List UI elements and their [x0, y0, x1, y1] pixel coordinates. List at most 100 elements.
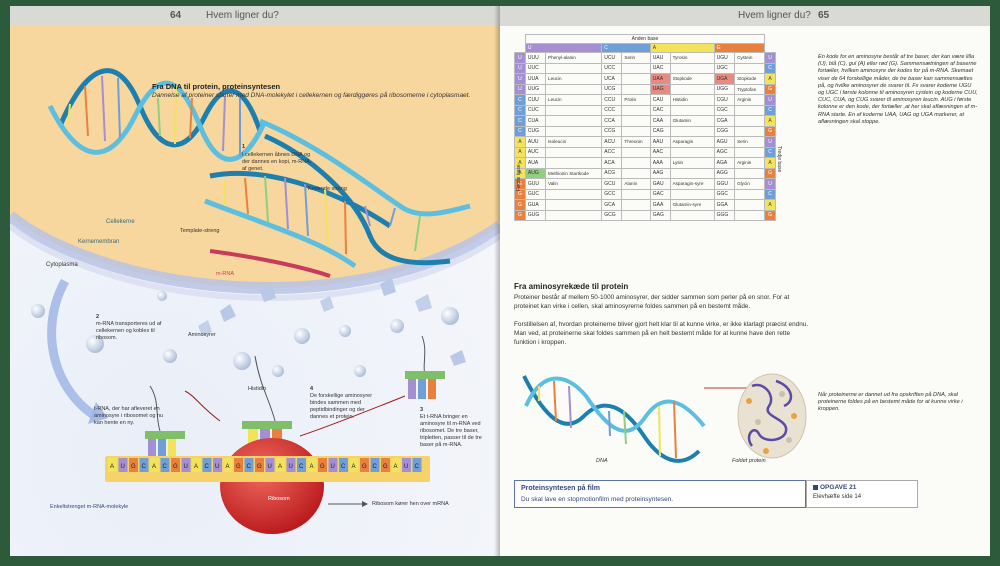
third-base-cell: U: [764, 136, 776, 148]
mrna-base-letter: U: [268, 464, 272, 470]
amino-acid-cell: [734, 188, 766, 200]
amino-acid-cell: [545, 199, 603, 211]
codon-cell: CAC: [649, 104, 671, 116]
mrna-base-letter: A: [310, 464, 314, 470]
amino-acid-cell: Stopkode: [734, 73, 766, 85]
amino-acid-cell: Tryptofan: [734, 83, 766, 95]
mrna-base-letter: C: [163, 464, 168, 470]
mrna-base-letter: A: [152, 464, 156, 470]
amino-acid-cell: Leucin: [545, 94, 603, 106]
section-heading-aminosyrekaede: Fra aminosyrekæde til protein: [514, 282, 629, 291]
first-base-cell: C: [514, 104, 526, 116]
mrna-base: [286, 458, 296, 472]
mrna-base-letter: G: [257, 464, 262, 470]
codon-cell: AAC: [649, 146, 671, 158]
codon-cell: GGA: [713, 199, 736, 211]
codon-cell: UUU: [524, 52, 547, 64]
mrna-base: [265, 458, 275, 472]
amino-acid-cell: [545, 104, 603, 116]
codon-cell: UUC: [524, 62, 547, 74]
codon-cell: GUG: [524, 209, 547, 221]
amino-acid-cell: [545, 83, 603, 95]
amino-acid-cell: [621, 125, 651, 137]
codon-cell: CUC: [524, 104, 547, 116]
anden-base-label: Anden base: [524, 34, 766, 44]
amino-acid-cell: [669, 104, 715, 116]
amino-acid-cell: Prolin: [621, 94, 651, 106]
left-page-title: Hvem ligner du?: [206, 10, 279, 21]
amino-acid-cell: [669, 209, 715, 221]
left-page: 64 Hvem ligner du?: [10, 6, 500, 556]
label-aminosyrer: Aminosyrer: [188, 332, 216, 338]
figure-note: Når proteinerne er dannet ud fra opskrif…: [818, 392, 963, 413]
caption-dna: DNA: [596, 458, 608, 464]
table-header-anden-base: Anden base: [515, 34, 776, 44]
table-side-note: En kode for en aminosyre består af tre b…: [818, 54, 978, 125]
codon-cell: CCU: [601, 94, 623, 106]
amino-acid-cell: [734, 115, 766, 127]
mrna-base: [244, 458, 254, 472]
trna-right: [405, 371, 445, 399]
mrna-base-letter: C: [299, 464, 304, 470]
codon-cell: UAA: [649, 73, 671, 85]
dna-to-protein-figure: [522, 373, 807, 463]
step4-number: 4: [310, 386, 314, 392]
opgave-title: OPGAVE 21: [813, 484, 856, 491]
label-kernemembran: Kernemembran: [78, 239, 120, 245]
codon-cell: UGG: [713, 83, 736, 95]
mrna-base: [192, 458, 201, 472]
codon-cell: CUG: [524, 125, 547, 137]
codon-cell: UAC: [649, 62, 671, 74]
codon-cell: UCU: [601, 52, 623, 64]
codon-cell: AGA: [713, 157, 736, 169]
amino-acid-cell: Valin: [545, 178, 603, 190]
mrna-base-letter: G: [320, 464, 325, 470]
amino-acid-cell: [621, 146, 651, 158]
step3-number: 3: [420, 407, 424, 413]
codon-cell: GUA: [524, 199, 547, 211]
amino-acid-cell: Arginin: [734, 94, 766, 106]
amino-acid-cell: Serin: [734, 136, 766, 148]
amino-acid-cell: Threonin: [621, 136, 651, 148]
codon-cell: CCG: [601, 125, 623, 137]
amino-acid-cell: Stopkode: [669, 73, 715, 85]
amino-acid-cell: [621, 104, 651, 116]
codon-cell: GUU: [524, 178, 547, 190]
first-base-cell: U: [514, 73, 526, 85]
amino-acid-cell: Serin: [621, 52, 651, 64]
codon-cell: CAG: [649, 125, 671, 137]
amino-acid-cell: [669, 188, 715, 200]
codon-cell: ACU: [601, 136, 623, 148]
amino-acid-cell: Alanin: [621, 178, 651, 190]
label-forste-base: Første base: [516, 164, 522, 191]
label-mrna: m-RNA: [216, 271, 235, 277]
label-histidin: Histidin: [248, 386, 267, 392]
amino-acid-cell: [621, 73, 651, 85]
film-box: Proteinsyntesen på film Du skal lave en …: [514, 480, 806, 508]
codon-cell: GCA: [601, 199, 623, 211]
mrna-base-letter: C: [373, 464, 378, 470]
mrna-base-letter: U: [121, 464, 125, 470]
mrna-base: [255, 458, 264, 472]
codon-cell: UCG: [601, 83, 623, 95]
mrna-base: [328, 458, 338, 472]
amino-acid-cell: [669, 146, 715, 158]
mrna-base-letter: A: [194, 464, 198, 470]
codon-cell: UGU: [713, 52, 736, 64]
mrna-base-letter: A: [352, 464, 356, 470]
codon-cell: GCU: [601, 178, 623, 190]
step1-number: 1: [242, 144, 246, 150]
first-base-cell: A: [514, 136, 526, 148]
mrna-base: [202, 458, 212, 472]
